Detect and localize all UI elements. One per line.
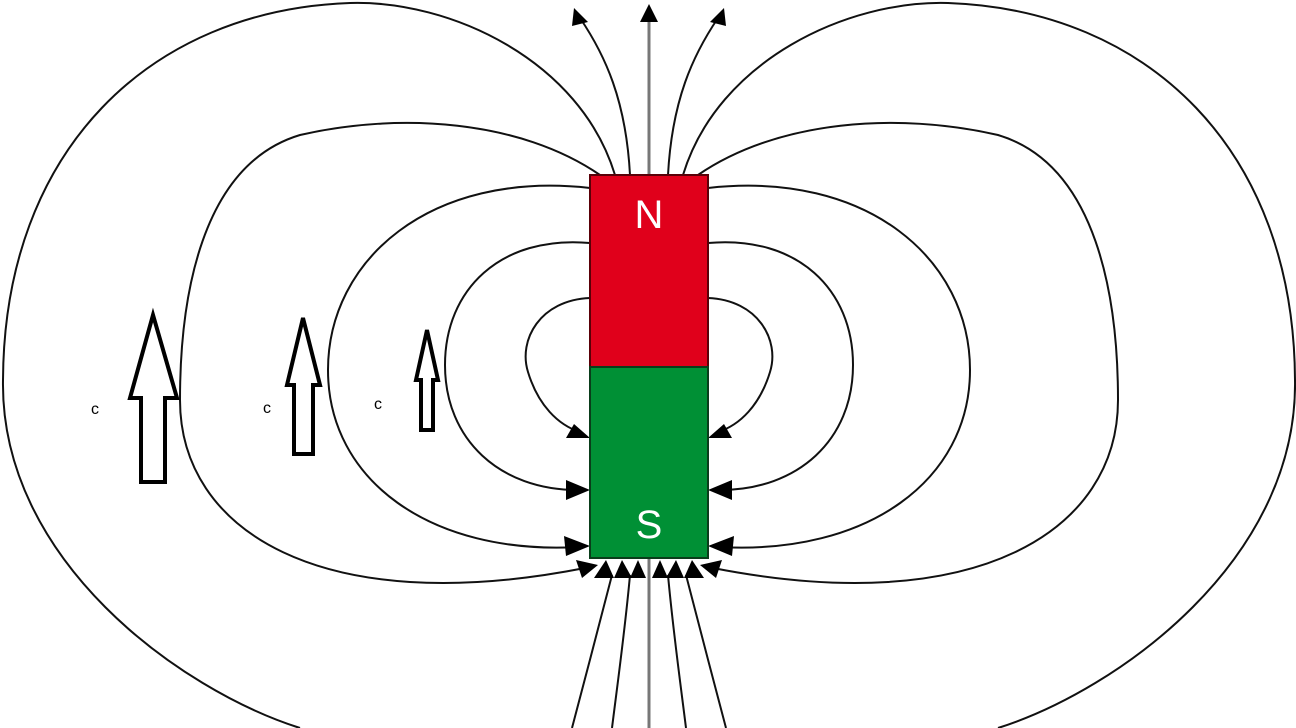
right-field-lines (651, 1, 1296, 728)
label-c: c (263, 400, 271, 417)
up-arrow-small (413, 329, 441, 432)
label-c: c (374, 396, 382, 413)
up-arrow-large (127, 307, 180, 484)
south-pole (589, 366, 709, 559)
south-label: S (636, 503, 663, 547)
north-label: N (635, 193, 664, 237)
arrowhead-up (640, 4, 658, 22)
up-arrow-medium (284, 317, 323, 456)
label-c: c (91, 401, 99, 418)
left-field-lines (1, 1, 648, 728)
